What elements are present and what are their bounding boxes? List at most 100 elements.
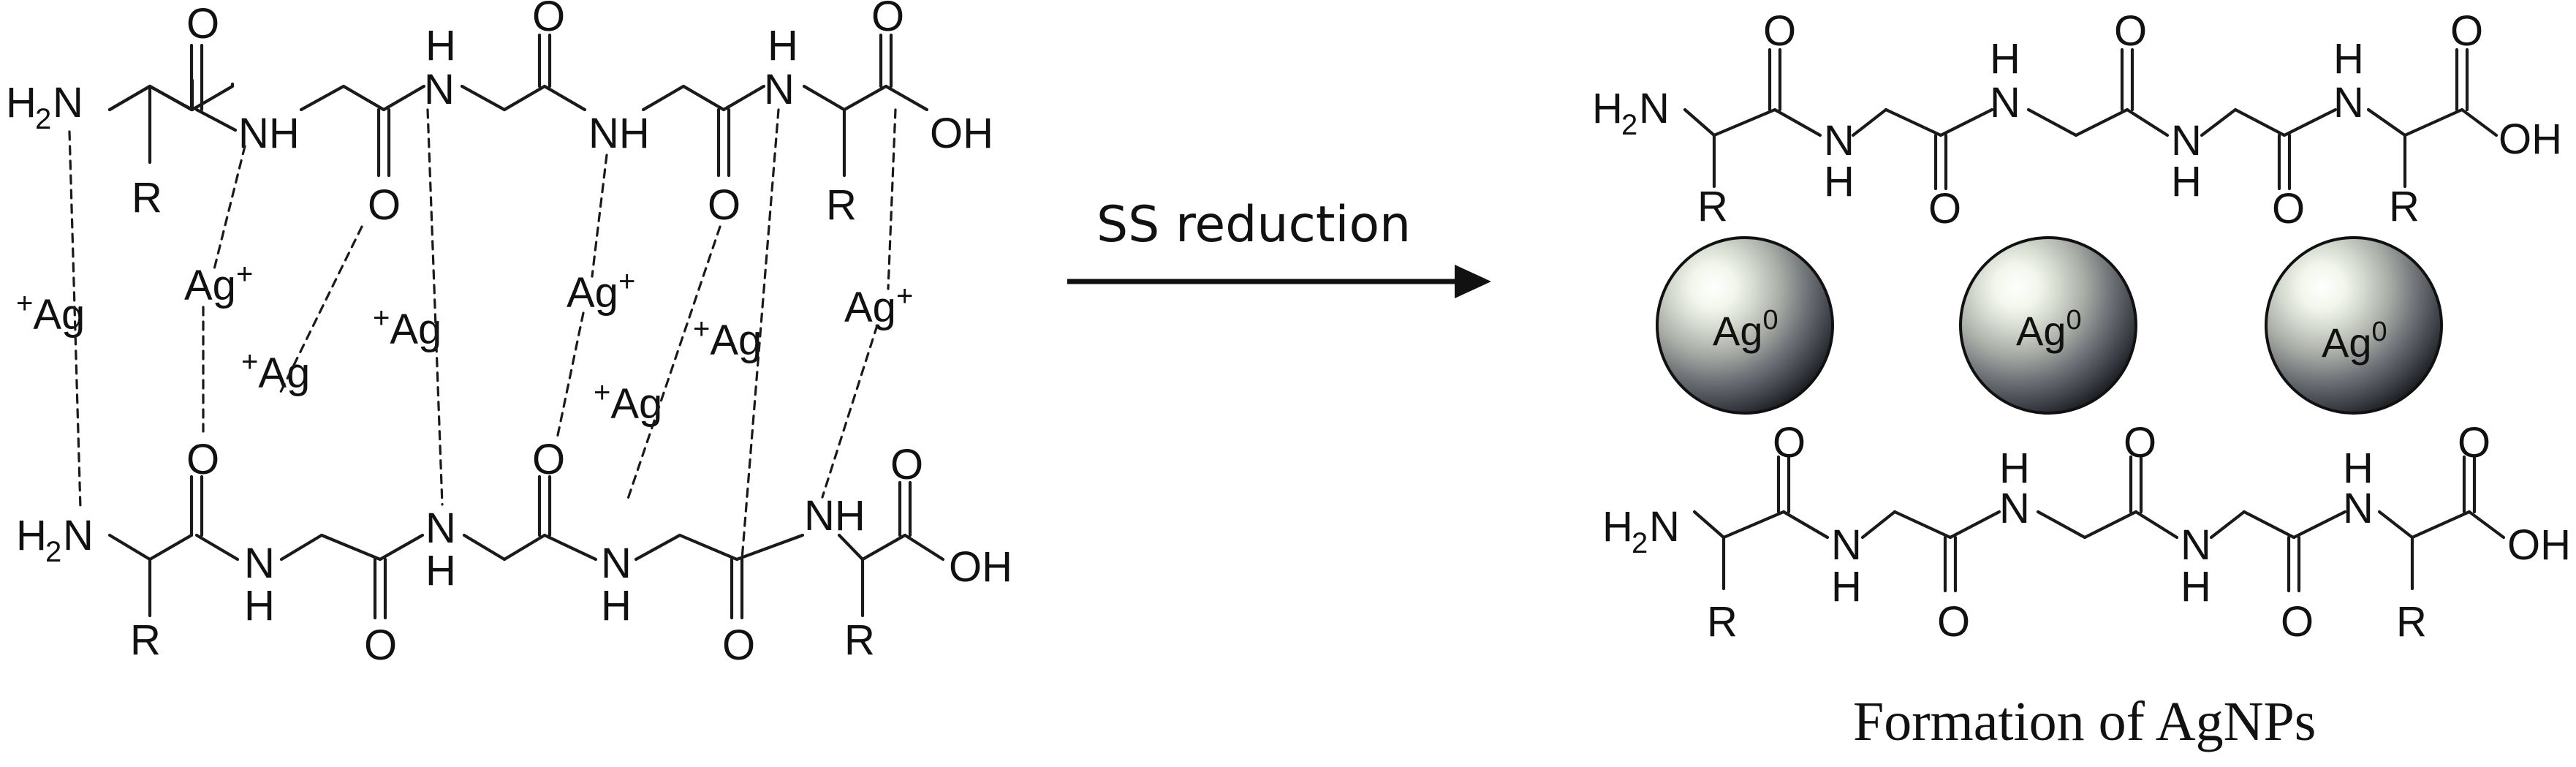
bond — [148, 84, 194, 112]
bond — [2074, 107, 2129, 137]
carbonyl-o: O — [2124, 419, 2156, 466]
coordination-lines — [68, 108, 897, 561]
carbonyl-o: O — [722, 621, 755, 669]
bond — [884, 84, 929, 112]
bond — [1683, 107, 1716, 137]
nanoparticle-label: Ag0 — [2016, 305, 2082, 354]
bond — [802, 84, 846, 112]
peptide-chain-bottom-right: H 2 N R O N H O H N O N H O H N R O OH — [1602, 419, 2571, 646]
amine-h: H — [1592, 85, 1623, 132]
peptide-chain-top-right: H 2 N R O N H O H N O N H O H N R O OH — [1592, 7, 2562, 233]
amine-h: H — [6, 79, 37, 126]
bond — [2403, 107, 2464, 137]
bond — [681, 84, 726, 112]
bond — [2282, 107, 2338, 137]
amide-h: H — [425, 547, 456, 594]
amide-n: N — [764, 66, 795, 113]
silver-ion: +Ag — [594, 377, 662, 428]
carbonyl-o: O — [1773, 419, 1806, 466]
bond — [2083, 510, 2138, 540]
bond — [1692, 510, 1726, 540]
amide-n: N — [424, 66, 455, 113]
amine-h: H — [16, 512, 47, 559]
carbonyl-o: O — [364, 621, 397, 669]
carbonyl-o: O — [2281, 598, 2314, 646]
side-chain-r: R — [130, 616, 161, 664]
silver-ion: +Ag — [16, 287, 85, 339]
amide-n: N — [244, 540, 275, 587]
bond — [1851, 107, 1888, 137]
bond — [2026, 107, 2078, 137]
silver-nanoparticle: Ag0 — [1959, 236, 2137, 415]
amide-n: N — [1824, 117, 1855, 165]
bond — [194, 533, 240, 562]
bond — [460, 84, 507, 112]
amide-n: N — [601, 540, 632, 587]
side-chain-r: R — [826, 181, 857, 229]
amine-n: N — [63, 512, 94, 559]
amine-n: N — [1639, 85, 1670, 132]
carboxyl-o: O — [2458, 419, 2490, 466]
amide-nh: NH — [238, 110, 300, 157]
bond — [107, 533, 152, 562]
side-chain-r: R — [2396, 598, 2427, 646]
carboxyl-o: O — [2450, 7, 2483, 55]
bond — [279, 533, 324, 562]
bond — [1712, 107, 1777, 137]
reaction-arrow: SS reduction — [1067, 196, 1491, 298]
amide-h: H — [244, 582, 275, 630]
carbonyl-o: O — [1928, 185, 1961, 233]
carboxyl-oh: OH — [949, 543, 1012, 591]
amide-h: H — [1990, 35, 2020, 83]
amide-n: N — [2171, 117, 2202, 165]
bond — [1893, 510, 1952, 540]
amide-n: N — [1990, 79, 2020, 126]
silver-nanoparticle: Ag0 — [2265, 236, 2443, 415]
carbonyl-o: O — [2272, 185, 2305, 233]
amine-n: N — [1649, 503, 1680, 551]
peptide-chain-top-left: H 2 N R O NH O H N O NH O H N R O OH — [6, 0, 993, 229]
bond — [735, 533, 805, 562]
carboxyl-oh: OH — [930, 110, 993, 157]
silver-ions: +Ag Ag+ +Ag +Ag Ag+ +Ag +Ag Ag+ — [16, 258, 913, 428]
bond — [299, 84, 346, 112]
silver-ion: +Ag — [241, 346, 310, 397]
carbonyl-o: O — [532, 436, 565, 483]
bond — [148, 533, 194, 562]
bond — [2200, 107, 2238, 137]
amide-n: N — [1999, 485, 2030, 532]
bond — [842, 84, 888, 112]
carbonyl-o: O — [1763, 7, 1796, 55]
carbonyl-o: O — [532, 0, 565, 40]
bond — [542, 533, 598, 562]
bond — [2134, 510, 2179, 540]
bond — [2366, 107, 2407, 137]
carbonyl-o: O — [186, 436, 219, 483]
amide-h: H — [1999, 445, 2030, 492]
bond — [194, 107, 238, 132]
carbonyl-o: O — [1937, 598, 1970, 646]
silver-ion: +Ag — [373, 302, 442, 353]
silver-nanoparticle: Ag0 — [1656, 236, 1834, 415]
nanoparticle-label: Ag0 — [1713, 305, 1778, 354]
bond — [542, 84, 587, 112]
side-chain-r: R — [2389, 183, 2420, 230]
carbonyl-o: O — [708, 181, 740, 229]
amide-h: H — [601, 582, 632, 630]
amide-h: H — [2171, 158, 2202, 205]
amide-h: H — [2333, 35, 2364, 83]
amine-subscript: 2 — [35, 103, 51, 135]
bond — [2460, 107, 2499, 137]
carboxyl-oh: OH — [2507, 521, 2571, 569]
bond — [2125, 107, 2170, 137]
bond — [1939, 107, 1994, 137]
silver-ion: Ag+ — [184, 258, 253, 309]
arrow-label: SS reduction — [1096, 196, 1411, 254]
silver-nanoparticles: Ag0 Ag0 Ag0 — [1656, 236, 2443, 415]
side-chain-r: R — [844, 616, 875, 664]
amide-h: H — [1824, 158, 1855, 205]
figure-caption: Formation of AgNPs — [1853, 691, 2316, 752]
silver-ion: Ag+ — [844, 280, 913, 331]
bond — [502, 84, 547, 112]
bond — [678, 533, 739, 562]
